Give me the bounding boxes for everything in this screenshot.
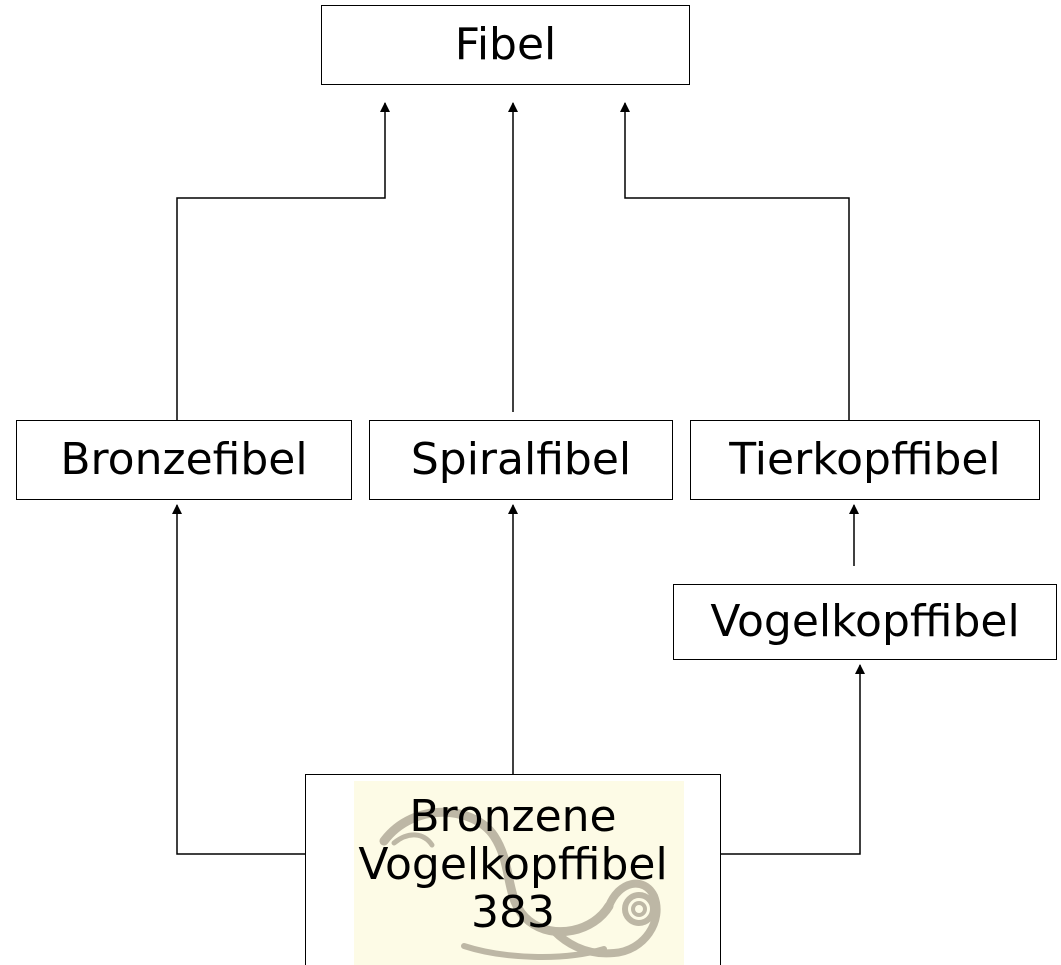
node-spiralfibel: Spiralfibel — [369, 420, 673, 500]
edge-bronzene-to-vogelkopffibel — [721, 664, 865, 855]
node-bronzefibel: Bronzefibel — [16, 420, 352, 500]
edge-bronzefibel-to-fibel — [176, 102, 390, 420]
node-bronzefibel-label: Bronzefibel — [60, 434, 308, 485]
node-tierkopffibel-label: Tierkopffibel — [729, 434, 1001, 485]
node-spiralfibel-label: Spiralfibel — [410, 434, 632, 485]
node-bronzene-line3: 383 — [471, 887, 555, 938]
node-tierkopffibel: Tierkopffibel — [690, 420, 1040, 500]
edge-tierkopffibel-to-fibel — [620, 102, 850, 420]
node-fibel-label: Fibel — [454, 19, 557, 70]
fibula-photo — [354, 781, 684, 965]
node-vogelkopffibel-label: Vogelkopffibel — [710, 596, 1020, 647]
node-fibel: Fibel — [321, 5, 690, 85]
node-bronzene-vogelkopffibel-383: Bronzene Vogelkopffibel 383 — [305, 774, 721, 965]
edge-bronzene-to-bronzefibel — [172, 504, 305, 855]
node-vogelkopffibel: Vogelkopffibel — [673, 584, 1057, 660]
node-bronzene-line2: Vogelkopffibel — [358, 839, 668, 890]
node-bronzene-line1: Bronzene — [409, 791, 617, 842]
node-bronzene-label: Bronzene Vogelkopffibel 383 — [358, 793, 667, 937]
